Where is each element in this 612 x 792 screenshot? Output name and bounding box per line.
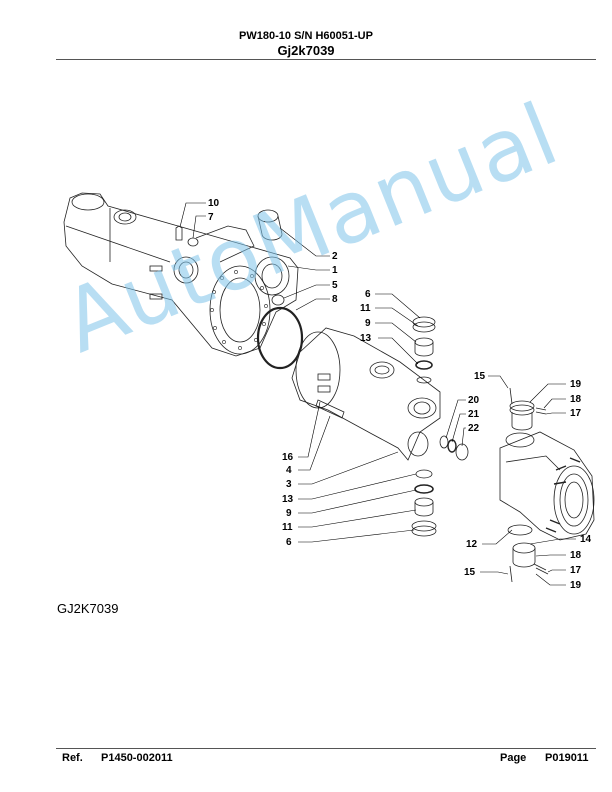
- callout-11-lower: 11: [282, 522, 293, 533]
- footer-ref-label: Ref.: [62, 752, 83, 764]
- footer-page-label: Page: [500, 752, 527, 764]
- lower-kingpin-drawing: [507, 524, 549, 583]
- callout-21: 21: [468, 409, 480, 420]
- callout-15-lower: 15: [464, 567, 476, 578]
- upper-kingpin-drawing: [509, 387, 547, 431]
- callout-19-lower: 19: [570, 580, 582, 591]
- callout-10: 10: [208, 198, 220, 209]
- callout-2: 2: [332, 251, 338, 262]
- callout-6-upper: 6: [365, 289, 371, 300]
- callout-9-upper: 9: [365, 318, 371, 329]
- callout-3: 3: [286, 479, 292, 490]
- callout-14: 14: [580, 534, 592, 545]
- callout-13-upper: 13: [360, 333, 372, 344]
- callout-5: 5: [332, 280, 338, 291]
- wheel-hub-drawing: [499, 431, 595, 541]
- grease-fitting-drawing: [175, 225, 183, 241]
- footer-page-value: P019011: [545, 752, 589, 764]
- callout-9-lower: 9: [286, 508, 292, 519]
- callout-1: 1: [332, 265, 338, 276]
- callout-15-upper: 15: [474, 371, 486, 382]
- callout-8: 8: [332, 294, 338, 305]
- callout-4: 4: [286, 465, 292, 476]
- knuckle-carrier-drawing: [291, 327, 441, 461]
- header-model: PW180-10 S/N H60051-UP: [239, 30, 373, 42]
- footer-ref-value: P1450-002011: [101, 752, 173, 764]
- o-ring-drawing: [256, 306, 304, 370]
- bushing-part-drawing: [257, 209, 283, 241]
- callout-13-lower: 13: [282, 494, 294, 505]
- callout-7: 7: [208, 212, 214, 223]
- callout-17-upper: 17: [570, 408, 582, 419]
- callout-11-upper: 11: [360, 303, 371, 314]
- header-figure-code: Gj2k7039: [277, 43, 335, 58]
- callout-22: 22: [468, 423, 480, 434]
- footer-divider: [56, 748, 596, 749]
- callout-18-lower: 18: [570, 550, 582, 561]
- callout-16: 16: [282, 452, 294, 463]
- callout-12: 12: [466, 539, 478, 550]
- figure-id: GJ2K7039: [57, 601, 119, 616]
- callout-18-upper: 18: [570, 394, 582, 405]
- header-divider: [56, 59, 596, 60]
- axle-housing-drawing: [63, 192, 299, 357]
- callout-17-lower: 17: [570, 565, 582, 576]
- callout-6-lower: 6: [286, 537, 292, 548]
- callout-20: 20: [468, 395, 480, 406]
- callout-19-upper: 19: [570, 379, 582, 390]
